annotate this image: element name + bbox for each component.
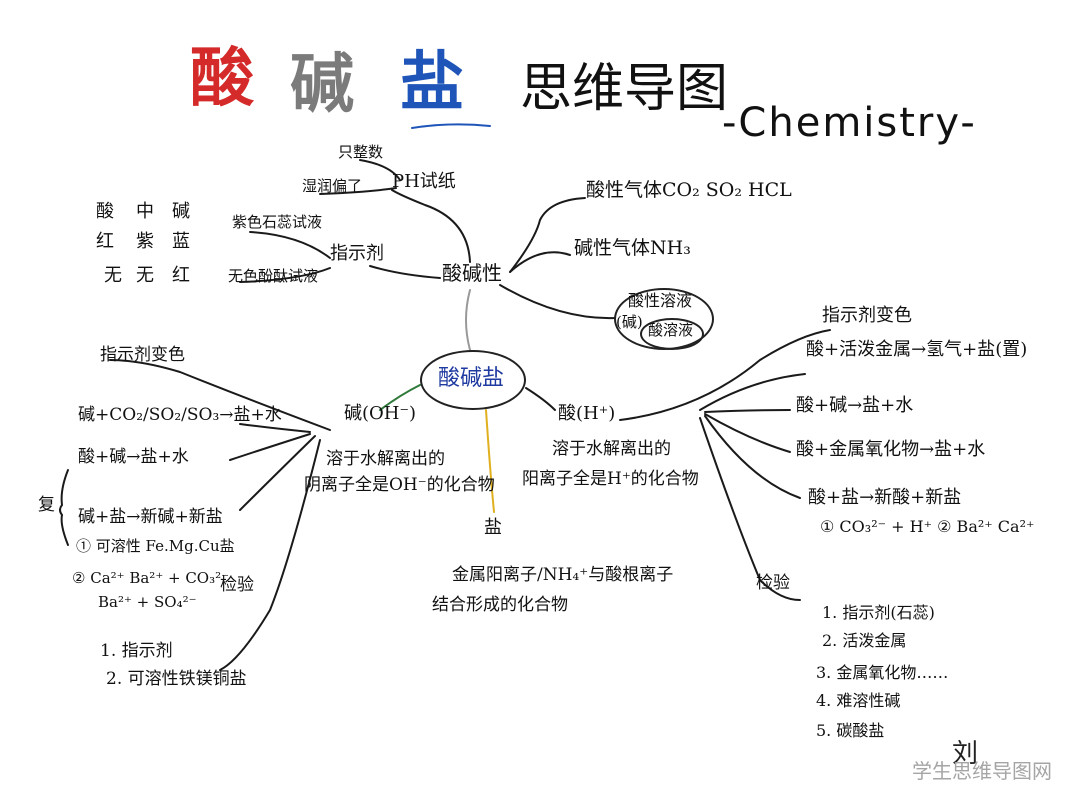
base-definition-1: 溶于水解离出的	[326, 449, 445, 469]
line-base-left	[109, 359, 331, 431]
line-acidity-basegas	[509, 251, 571, 273]
line-acid-test	[699, 417, 801, 601]
acid-test-3: 3. 金属氧化物……	[816, 663, 949, 682]
acid-test-5: 5. 碳酸盐	[816, 721, 885, 740]
base-definition-2: 阴离子全是OH⁻的化合物	[304, 475, 495, 495]
acid-test-label: 检验	[756, 573, 790, 593]
line-acid-r3	[704, 413, 791, 453]
salt-root: 盐	[484, 517, 502, 538]
acid-definition-1: 溶于水解离出的	[552, 439, 671, 459]
base-condition-label: 复	[38, 495, 55, 515]
title-subtitle: -Chemistry-	[722, 100, 977, 146]
acid-reaction-1: 酸+活泼金属→氢气+盐(置)	[806, 339, 1028, 360]
center-oval	[420, 350, 526, 410]
line-center-acidity	[465, 289, 471, 351]
acid-solution-oval	[640, 318, 704, 350]
line-ph-wet	[319, 187, 397, 195]
watermark: 学生思维导图网	[912, 759, 1052, 783]
line-acidity-acidgas	[509, 197, 586, 273]
acid-gas: 酸性气体CO₂ SO₂ HCL	[586, 179, 792, 201]
base-test-2: 2. 可溶性铁镁铜盐	[106, 669, 247, 689]
base-test-1: 1. 指示剂	[100, 641, 173, 661]
table-cell: 无	[104, 265, 122, 286]
acid-definition-2: 阳离子全是H⁺的化合物	[522, 469, 699, 489]
base-root: 碱(OH⁻)	[344, 403, 416, 424]
acid-test-2: 2. 活泼金属	[822, 631, 907, 650]
line-acidity-solution	[499, 284, 616, 320]
table-cell: 蓝	[172, 231, 190, 252]
table-cell: 红	[96, 231, 114, 252]
table-cell: 紫	[136, 231, 154, 252]
acid-reaction-3: 酸+金属氧化物→盐+水	[796, 439, 986, 460]
litmus: 紫色石蕊试液	[232, 213, 323, 231]
acid-indicator-color: 指示剂变色	[822, 305, 912, 326]
salt-definition-2: 结合形成的化合物	[432, 595, 568, 615]
brace	[59, 469, 69, 546]
base-test-label: 检验	[220, 575, 254, 595]
acidity-root: 酸碱性	[442, 261, 502, 285]
ph-paper: PH试纸	[392, 171, 456, 192]
base-note-2b: Ba²⁺ + SO₄²⁻	[98, 593, 197, 611]
ph-read: 只整数	[338, 143, 384, 161]
base-reaction-3: 碱+盐→新碱+新盐	[78, 507, 223, 527]
acid-test-1: 1. 指示剂(石蕊)	[822, 603, 935, 622]
indicator: 指示剂	[330, 243, 384, 264]
signature: 刘	[952, 739, 979, 769]
phenol: 无色酚酞试液	[228, 267, 319, 285]
title-base: 碱	[290, 47, 354, 122]
line-acid-r4	[704, 415, 801, 499]
title-acid: 酸	[190, 41, 254, 116]
line-acid-main	[619, 329, 831, 421]
acid-root: 酸(H⁺)	[558, 403, 616, 424]
line-acidity-ph	[391, 189, 471, 263]
line-ph-read	[359, 159, 401, 181]
table-cell: 无	[136, 265, 154, 286]
line-base-r3	[239, 435, 316, 511]
center-label: 酸碱盐	[438, 366, 505, 391]
line-acid-r2	[704, 409, 791, 413]
base-gas: 碱性气体NH₃	[574, 237, 691, 259]
title-suffix: 思维导图	[520, 59, 729, 119]
line-base-test	[219, 439, 321, 671]
base-indicator-color: 指示剂变色	[100, 345, 185, 365]
base-reaction-1: 碱+CO₂/SO₂/SO₃→盐+水	[78, 405, 282, 425]
table-cell: 碱	[172, 201, 190, 222]
salt-definition-1: 金属阳离子/NH₄⁺与酸根离子	[452, 565, 674, 585]
table-cell: 酸	[96, 201, 114, 222]
acid-test-4: 4. 难溶性碱	[816, 691, 901, 710]
base-note-1: ① 可溶性 Fe.Mg.Cu盐	[76, 537, 235, 555]
acid-note: ① CO₃²⁻ + H⁺ ② Ba²⁺ Ca²⁺	[820, 517, 1035, 536]
line-acid-r1	[699, 373, 806, 411]
line-center-acid	[525, 387, 556, 411]
line-indicator-phenol	[239, 267, 331, 283]
base-reaction-2: 酸+碱→盐+水	[78, 447, 189, 467]
acidic-solution: 酸性溶液	[628, 291, 693, 310]
line-acidity-indicator	[369, 265, 441, 279]
base-note-2a: ② Ca²⁺ Ba²⁺ + CO₃²⁻	[72, 569, 230, 587]
line-indicator-litmus	[249, 231, 331, 259]
acid-reaction-2: 酸+碱→盐+水	[796, 395, 914, 416]
ph-wet: 湿润偏了	[302, 177, 363, 195]
table-cell: 中	[136, 201, 154, 222]
line-base-r1	[239, 423, 311, 433]
line-center-salt	[485, 409, 495, 513]
acid-solution-note: (碱)	[616, 313, 643, 331]
title-underline	[411, 123, 491, 129]
title-salt: 盐	[400, 45, 464, 120]
line-center-base	[379, 384, 421, 411]
acid-reaction-4: 酸+盐→新酸+新盐	[808, 487, 962, 508]
line-base-r2	[229, 433, 311, 461]
table-cell: 红	[172, 265, 190, 286]
acid-solution: 酸溶液	[648, 321, 694, 339]
